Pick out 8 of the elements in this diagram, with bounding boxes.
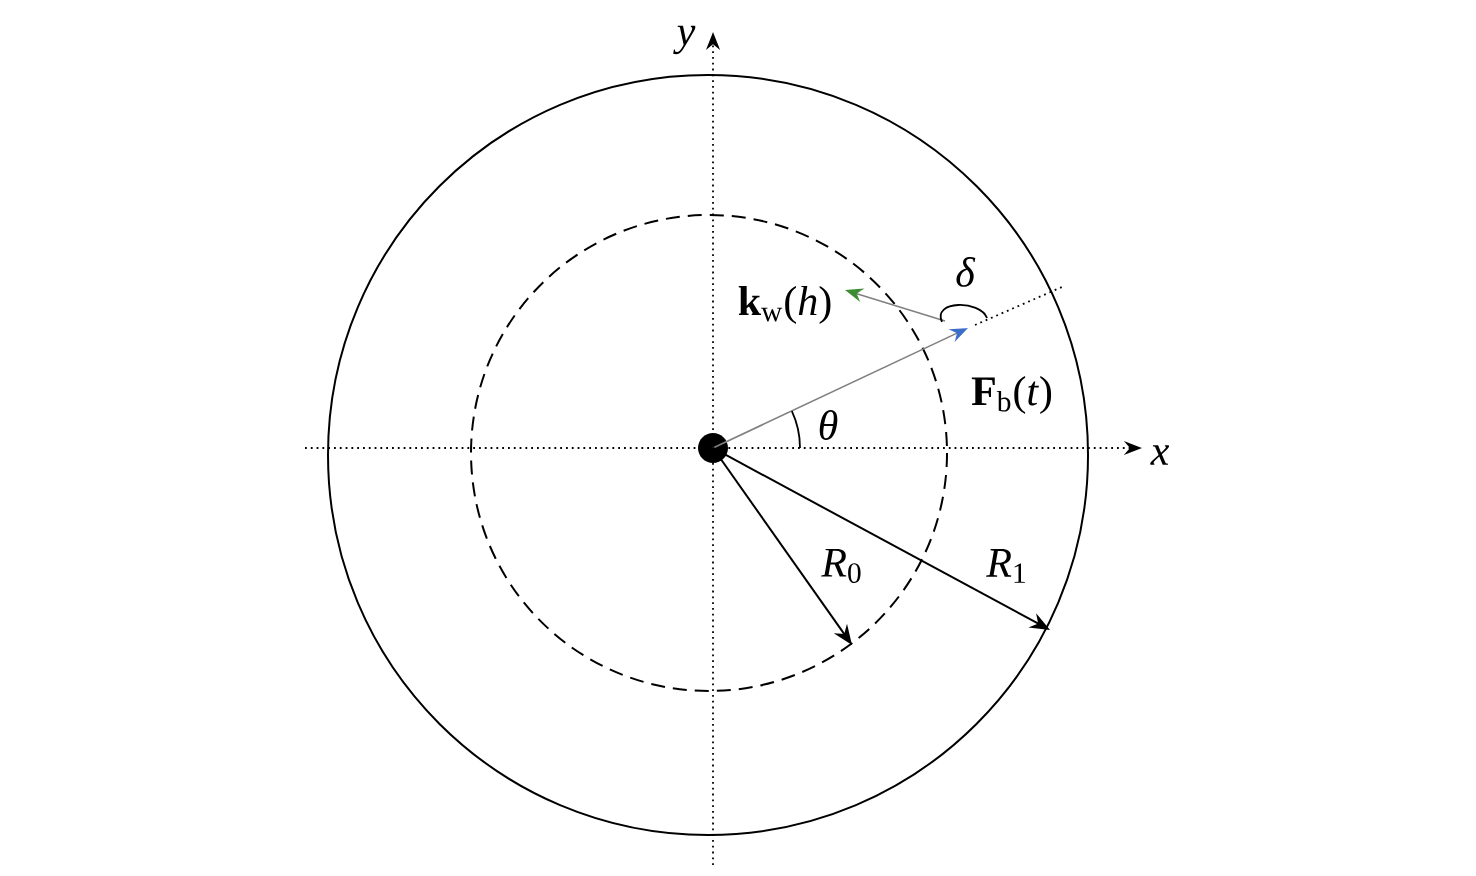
vector-label: F$_{b}$(t) (971, 375, 1052, 415)
radius-label: R$_{1}$ (986, 549, 1025, 583)
axis-label: y (673, 25, 696, 55)
angle-label: δ (956, 257, 976, 287)
axis-label: x (1150, 445, 1170, 465)
radius-label: R$_{0}$ (821, 549, 861, 583)
vector-label: k$_{w}$(h) (738, 285, 831, 325)
angle-label: θ (819, 410, 838, 440)
